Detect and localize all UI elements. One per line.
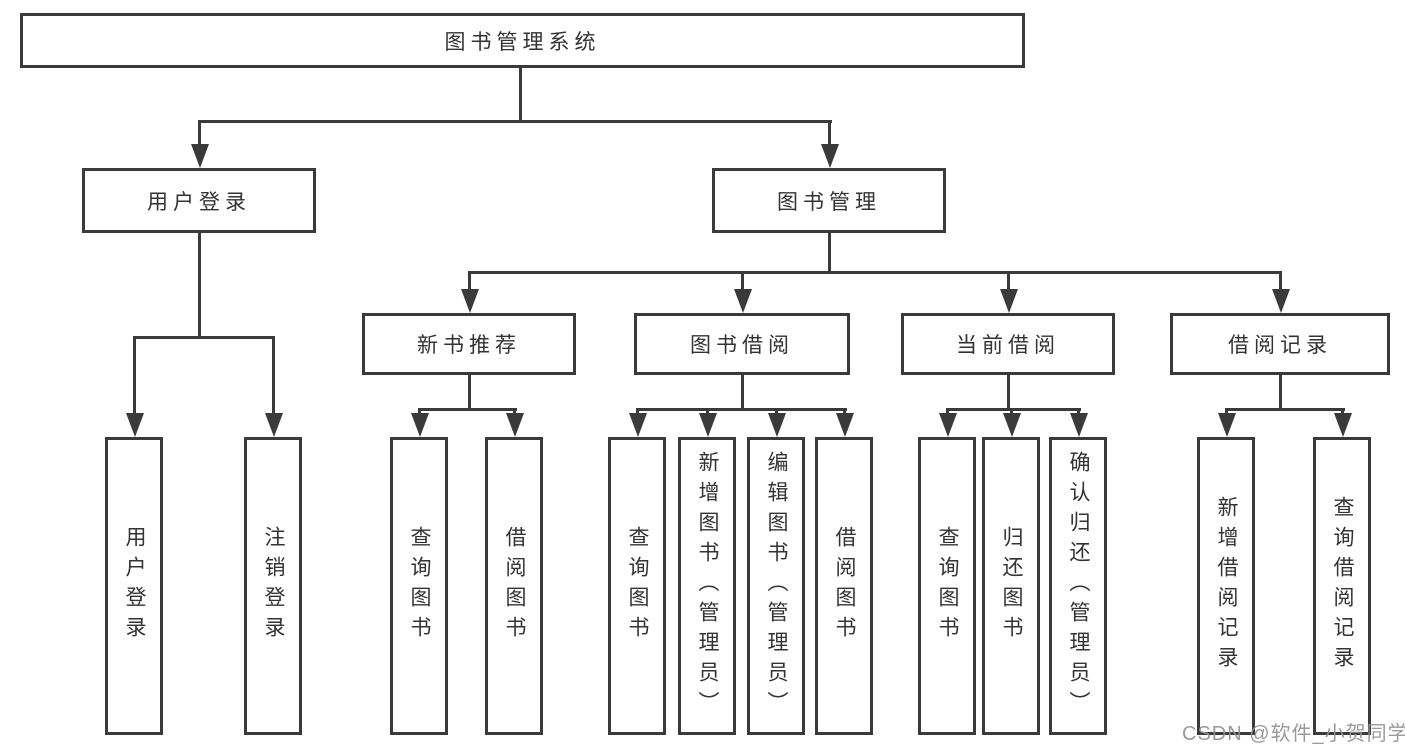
node-label: 归还图书 [1000, 526, 1023, 646]
connector-line [741, 375, 744, 411]
node-label: 新增借阅记录 [1215, 496, 1238, 676]
connector-line [133, 336, 275, 339]
node-label: 查询图书 [626, 526, 649, 646]
leaf-edit-books-admin: 编辑图书（管理员） [747, 437, 805, 735]
arrowhead-icon [1070, 413, 1088, 437]
arrowhead-icon [1003, 413, 1021, 437]
node-borrowing-records: 借阅记录 [1170, 313, 1390, 375]
connector-line [272, 336, 275, 415]
arrowhead-icon [191, 144, 209, 168]
connector-line [828, 120, 831, 146]
connector-line [1279, 271, 1282, 291]
connector-line [1077, 408, 1080, 415]
leaf-query-books-current: 查询图书 [918, 437, 976, 735]
arrowhead-icon [939, 413, 957, 437]
leaf-query-borrow-record: 查询借阅记录 [1313, 437, 1371, 735]
node-label: 借阅记录 [1228, 334, 1332, 357]
leaf-logout: 注销登录 [244, 437, 302, 735]
connector-line [133, 336, 136, 415]
arrowhead-icon [734, 289, 752, 313]
csdn-watermark: CSDN @软件_小贺同学 [1182, 723, 1405, 745]
connector-line [946, 408, 949, 415]
node-label: 查询图书 [408, 526, 431, 646]
node-library-management-system: 图书管理系统 [20, 13, 1025, 68]
arrowhead-icon [1000, 289, 1018, 313]
connector-line [1225, 408, 1345, 411]
node-current-borrowing: 当前借阅 [901, 313, 1115, 375]
node-label: 注销登录 [262, 526, 285, 646]
node-label: 用户登录 [147, 190, 251, 214]
leaf-query-books-borrowing: 查询图书 [608, 437, 666, 735]
node-label: 确认归还（管理员） [1067, 451, 1090, 721]
node-label: 借阅图书 [503, 526, 526, 646]
connector-line [198, 120, 832, 123]
connector-line [946, 408, 1081, 411]
arrowhead-icon [1334, 413, 1352, 437]
arrowhead-icon [629, 413, 647, 437]
arrowhead-icon [1218, 413, 1236, 437]
node-label: 用户登录 [123, 526, 146, 646]
arrowhead-icon [768, 413, 786, 437]
node-label: 当前借阅 [956, 334, 1060, 357]
connector-line [519, 68, 522, 123]
connector-line [1341, 408, 1344, 415]
node-label: 新增图书（管理员） [696, 451, 719, 721]
node-label: 图书管理 [777, 190, 881, 214]
connector-line [1007, 375, 1010, 411]
connector-line [1279, 375, 1282, 411]
connector-line [468, 375, 471, 411]
node-user-login: 用户登录 [82, 168, 316, 233]
arrowhead-icon [699, 413, 717, 437]
connector-line [468, 271, 1282, 274]
connector-line [828, 233, 831, 274]
arrowhead-icon [411, 413, 429, 437]
arrowhead-icon [506, 413, 524, 437]
connector-line [1007, 271, 1010, 291]
arrowhead-icon [836, 413, 854, 437]
leaf-borrow-books: 借阅图书 [815, 437, 873, 735]
arrowhead-icon [461, 289, 479, 313]
node-label: 图书借阅 [690, 334, 794, 357]
node-label: 新书推荐 [417, 334, 521, 357]
node-book-management: 图书管理 [712, 168, 946, 233]
leaf-add-borrow-record: 新增借阅记录 [1197, 437, 1255, 735]
node-label: 查询图书 [936, 526, 959, 646]
leaf-user-login: 用户登录 [105, 437, 163, 735]
connector-line [418, 408, 421, 415]
arrowhead-icon [126, 413, 144, 437]
connector-line [775, 408, 778, 415]
connector-line [513, 408, 516, 415]
connector-line [636, 408, 847, 411]
connector-line [843, 408, 846, 415]
connector-line [418, 408, 517, 411]
leaf-borrow-books-recommend: 借阅图书 [485, 437, 543, 735]
arrowhead-icon [265, 413, 283, 437]
node-book-borrowing: 图书借阅 [634, 313, 850, 375]
leaf-query-books-recommend: 查询图书 [390, 437, 448, 735]
connector-line [706, 408, 709, 415]
connector-line [1010, 408, 1013, 415]
arrowhead-icon [821, 144, 839, 168]
connector-line [636, 408, 639, 415]
connector-line [198, 233, 201, 339]
node-new-book-recommendation: 新书推荐 [362, 313, 576, 375]
connector-line [468, 271, 471, 291]
leaf-return-books: 归还图书 [982, 437, 1040, 735]
connector-line [1225, 408, 1228, 415]
arrowhead-icon [1272, 289, 1290, 313]
node-label: 查询借阅记录 [1331, 496, 1354, 676]
leaf-confirm-return-admin: 确认归还（管理员） [1049, 437, 1107, 735]
connector-line [741, 271, 744, 291]
node-label: 编辑图书（管理员） [765, 451, 788, 721]
node-label: 图书管理系统 [444, 30, 601, 54]
node-label: 借阅图书 [833, 526, 856, 646]
connector-line [198, 120, 201, 146]
leaf-add-books-admin: 新增图书（管理员） [678, 437, 736, 735]
